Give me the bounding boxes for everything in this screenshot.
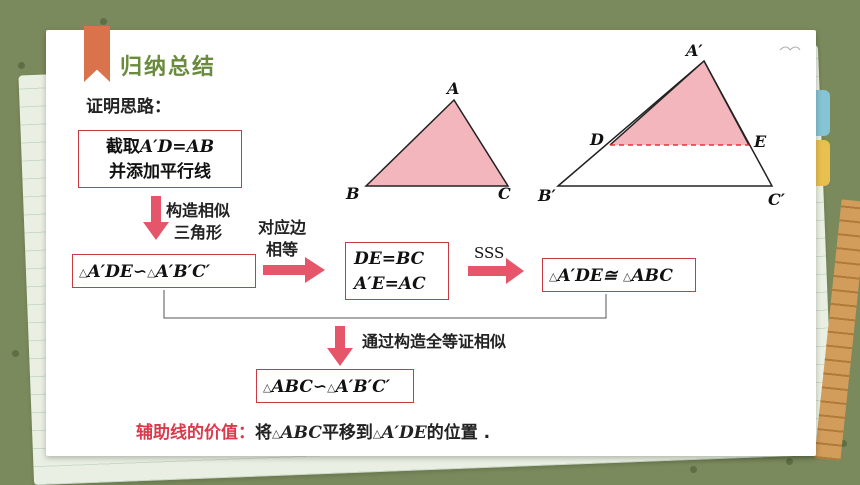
sss-label: SSS [474,244,505,262]
arrow-down-shaft [151,196,161,222]
arrow-right-head [305,257,325,283]
arrow-right-shaft [263,265,305,275]
arrow-right-head [506,258,524,284]
notebook-tab-blue [816,90,830,136]
triangle-abc [364,98,510,187]
point-label-e: E [754,132,767,151]
relation-similar-1: △A′DE∽△A′B′C′ [72,254,256,288]
sketch-mark [779,46,801,51]
summary-line: 辅助线的价值：将△ABC平移到△A′DE的位置 . [136,423,491,443]
arrow-down-shaft [335,326,345,348]
point-label-b: B [346,184,360,203]
decor-dot [18,62,25,69]
decor-dot [840,440,847,447]
point-label-c-prime: C′ [768,190,785,209]
label-congruent-proves-similar: 通过构造全等证相似 [362,332,507,351]
triangle-a1de [610,61,749,145]
label-construct-similar: 构造相似 三角形 [166,201,231,242]
arrow-right-shaft [468,266,506,276]
point-label-d: D [590,130,604,149]
point-label-c: C [498,184,511,203]
arrow-down-head [327,348,353,366]
decor-dot [100,18,107,25]
notebook-tab-yellow [816,140,830,186]
point-label-a-prime: A′ [686,41,703,60]
relation-similar-final: △ABC∽△A′B′C′ [256,369,414,403]
page-title: 归纳总结 [120,55,217,80]
equal-sides-box: DE=BC A′E=AC [345,242,449,300]
bracket-line [163,290,607,319]
point-label-a: A [447,79,460,98]
decor-dot [690,466,697,473]
relation-congruent: △A′DE≅ △ABC [542,258,696,292]
point-label-b-prime: B′ [538,186,556,205]
arrow-down-head [143,222,169,240]
proof-idea-heading: 证明思路： [86,97,171,117]
label-corresponding-sides: 对应边 相等 [258,218,307,259]
summary-label: 辅助线的价值： [136,423,255,443]
decor-dot [786,458,793,465]
decor-dot [12,350,19,357]
step-box-cut: 截取A′D=AB 并添加平行线 [78,130,242,188]
